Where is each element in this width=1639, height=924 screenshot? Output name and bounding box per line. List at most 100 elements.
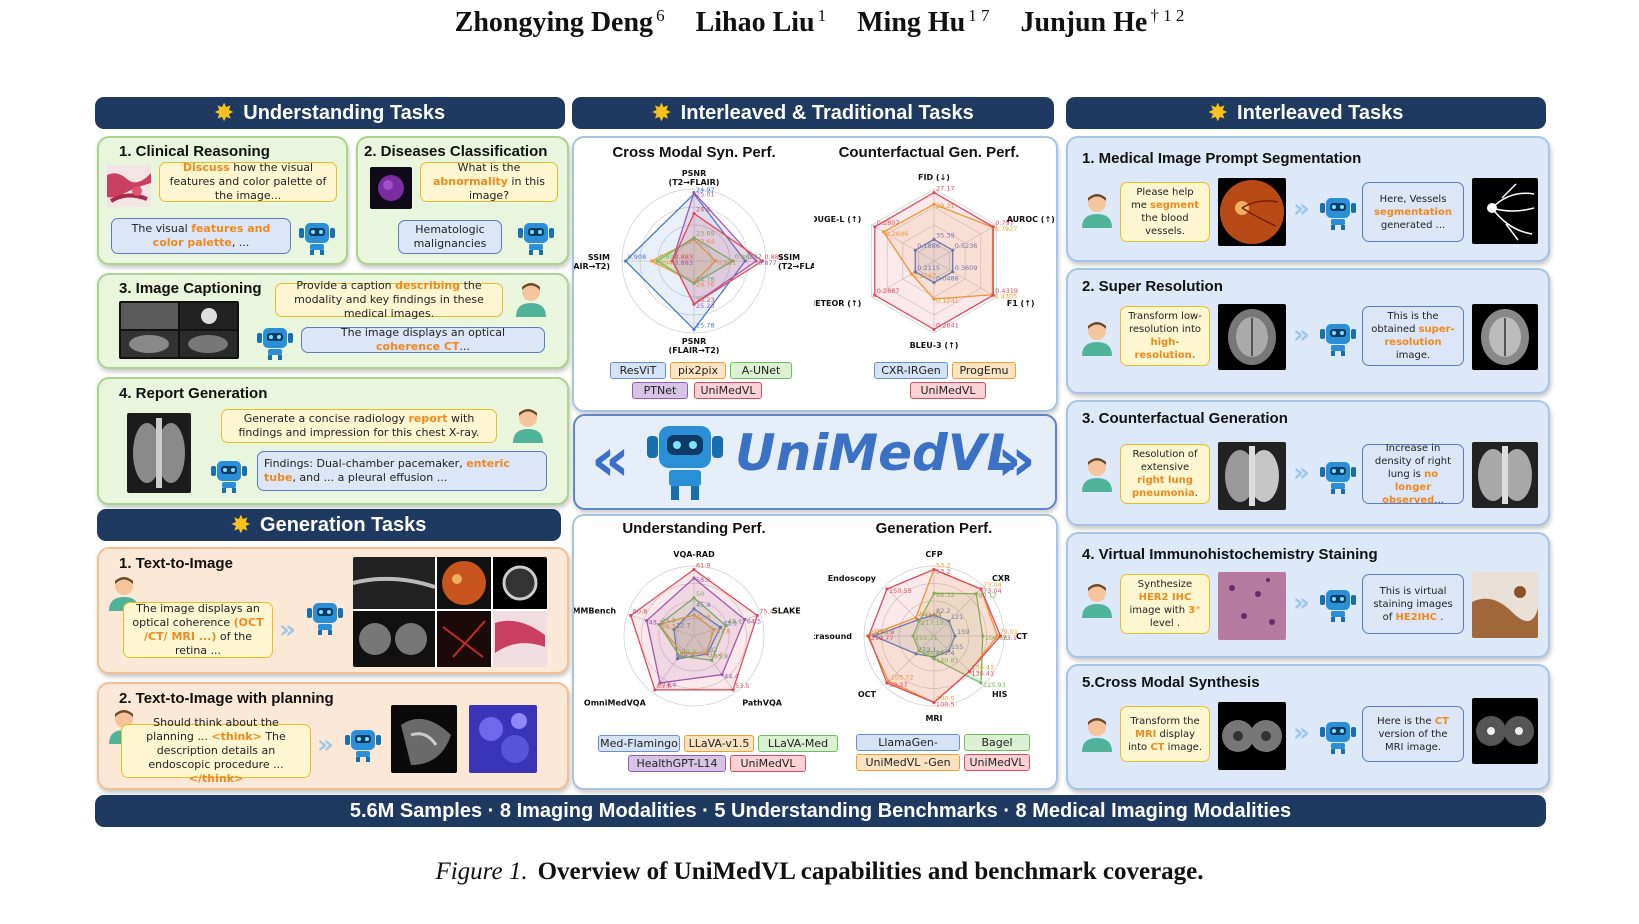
radar-point bbox=[932, 202, 936, 206]
radar-axis-line bbox=[884, 586, 935, 637]
radar-axis-label: Ultrasound bbox=[814, 632, 852, 641]
star-icon: ✸ bbox=[652, 100, 671, 125]
generated-images-grid bbox=[353, 557, 547, 667]
mri-thigh-thumbnail bbox=[1218, 702, 1286, 770]
radar-value-label: 29.21 bbox=[936, 202, 955, 210]
radar-point bbox=[932, 591, 936, 595]
radar-value-label: 99.27 bbox=[889, 681, 908, 689]
radar-value-label: 125.93 bbox=[983, 681, 1006, 689]
radar-point bbox=[882, 230, 886, 234]
user-avatar-icon bbox=[1082, 718, 1112, 752]
radar-value-label: 0.87 bbox=[747, 253, 761, 261]
radar-axis-line bbox=[884, 635, 935, 686]
model-answer: Hematologic malignancies bbox=[398, 220, 502, 254]
radar-value-label: 0.877 bbox=[758, 259, 777, 267]
radar-axis-label: PSNR(T2→FLAIR) bbox=[669, 169, 720, 187]
radar-point bbox=[718, 625, 723, 629]
cross-modal-radar-chart: 24.970.8725.780.90823.640.85124.760.8942… bbox=[574, 169, 814, 354]
radar-axis-line bbox=[627, 614, 695, 637]
radar-point bbox=[917, 649, 921, 653]
radar-axis-label: OCT bbox=[858, 690, 877, 699]
radar-value-label: 142.4 bbox=[936, 649, 955, 657]
legend-item: pix2pix bbox=[670, 362, 726, 379]
radar-point bbox=[692, 191, 696, 195]
arrow-icon: » bbox=[1293, 458, 1310, 488]
radar-value-label: 219.77 bbox=[871, 634, 894, 642]
radar-point bbox=[932, 281, 936, 285]
card-title: 4. Virtual Immunohistochemistry Staining bbox=[1082, 546, 1378, 563]
radar-point bbox=[932, 657, 936, 661]
radar-axis-label: BLEU-3 (↑) bbox=[910, 341, 959, 350]
radar-point bbox=[932, 297, 936, 301]
radar-point bbox=[967, 669, 972, 674]
radar-point bbox=[724, 624, 728, 628]
robot-icon bbox=[518, 223, 554, 255]
user-prompt: What is the abnormality in this image? bbox=[420, 161, 558, 202]
radar-series-unimedvl bbox=[629, 568, 759, 691]
radar-value-label: 25.23 bbox=[696, 296, 715, 304]
he-stain-thumbnail bbox=[1218, 572, 1286, 640]
radar-point bbox=[913, 270, 917, 274]
understanding-radar-chart: 45.443.53234.912.742.837.831.425.429.350… bbox=[574, 550, 801, 707]
blood-cell-thumbnail bbox=[370, 167, 412, 209]
radar-axis-line bbox=[871, 260, 935, 298]
radar-point bbox=[979, 681, 983, 685]
radar-point bbox=[692, 607, 696, 611]
model-answer: Here, Vessels segmentation generated ... bbox=[1362, 182, 1464, 242]
radar-point bbox=[657, 623, 661, 627]
radar-axis-label: SSIM(FLAIR→T2) bbox=[574, 253, 610, 271]
radar-point bbox=[953, 634, 957, 638]
radar-axis-label: ROUGE-L (↑) bbox=[814, 215, 861, 224]
radar-point bbox=[675, 657, 680, 661]
radar-value-label: 23.69 bbox=[696, 230, 715, 238]
radar-point bbox=[914, 652, 918, 656]
radar-value-label: 79.01 bbox=[999, 628, 1018, 636]
ct-mosaic-thumbnail bbox=[119, 301, 239, 359]
star-icon: ✸ bbox=[231, 512, 251, 537]
radar-value-label: 68.32 bbox=[936, 591, 955, 599]
generation-perf-title: Generation Perf. bbox=[875, 520, 993, 537]
radar-value-label: 0.881 bbox=[764, 253, 783, 261]
radar-value-label: 214.61 bbox=[920, 612, 943, 620]
radar-point bbox=[692, 281, 696, 286]
radar-point bbox=[867, 634, 871, 638]
xray-before-thumbnail bbox=[1218, 442, 1286, 510]
image-captioning-card: 3. Image Captioning Provide a caption de… bbox=[97, 273, 569, 369]
radar-series-llava-v1-5 bbox=[657, 614, 715, 654]
card-title: 2. Text-to-Image with planning bbox=[119, 690, 334, 707]
user-prompt: Discuss how the visual features and colo… bbox=[159, 161, 337, 202]
card-title: 1. Text-to-Image bbox=[119, 555, 233, 572]
radar-value-label: 0.2641 bbox=[936, 321, 959, 329]
radar-value-label: 61.9 bbox=[696, 562, 710, 570]
radar-value-label: 0.0488 bbox=[936, 275, 959, 283]
radar-value-label: 103.72 bbox=[891, 673, 914, 681]
radar-point bbox=[754, 259, 758, 263]
radar-axis-label: F1 (↑) bbox=[1007, 299, 1035, 308]
radar-value-label: 73.1 bbox=[1003, 634, 1017, 642]
xray-after-thumbnail bbox=[1472, 442, 1538, 508]
legend-item: UniMedVL bbox=[964, 754, 1030, 771]
radar-value-label: 0.797 bbox=[995, 219, 1014, 227]
radar-point bbox=[979, 587, 983, 591]
radar-value-label: 0.862 bbox=[735, 253, 754, 261]
radar-point bbox=[951, 248, 955, 252]
user-prompt: Please help me segment the blood vessels… bbox=[1120, 182, 1210, 242]
interleaved-traditional-header: ✸Interleaved & Traditional Tasks bbox=[572, 97, 1054, 129]
robot-icon bbox=[307, 603, 343, 635]
radar-value-label: 155 bbox=[951, 643, 963, 651]
card-title: 2. Diseases Classification bbox=[364, 143, 548, 160]
legend-item: HealthGPT-L14 bbox=[628, 755, 726, 772]
radar-axis-label: CFP bbox=[925, 550, 942, 559]
radar-value-label: 0.5236 bbox=[955, 242, 978, 250]
model-answer: The visual features and color palette, .… bbox=[111, 218, 291, 254]
radar-point bbox=[932, 700, 936, 705]
radar-value-label: 0.883 bbox=[674, 259, 693, 267]
radar-value-label: 0.1886 bbox=[917, 242, 940, 250]
radar-value-label: 29.3 bbox=[661, 623, 675, 631]
histology-thumbnail bbox=[107, 165, 151, 207]
radar-axis-label: PSNR(FLAIR→T2) bbox=[669, 337, 720, 354]
